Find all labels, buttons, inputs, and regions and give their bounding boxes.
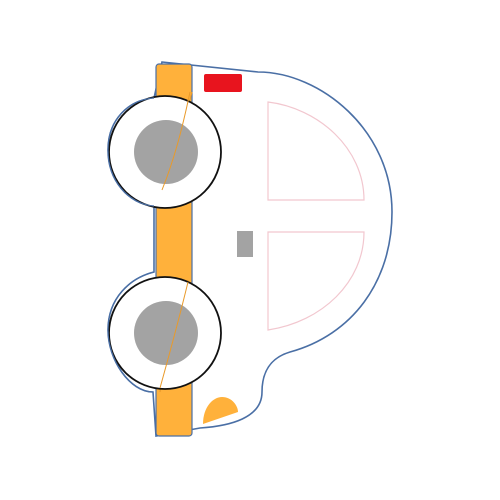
rear-window <box>267 231 365 331</box>
tail-light-icon <box>204 74 242 92</box>
mirror-icon <box>237 231 253 257</box>
front-window <box>267 101 365 201</box>
wheel-icon <box>108 91 222 209</box>
wheel-arch-top <box>107 97 155 207</box>
wheel-icon <box>108 276 222 390</box>
head-light-icon <box>203 397 238 424</box>
wheel-arch-bottom <box>107 271 155 393</box>
